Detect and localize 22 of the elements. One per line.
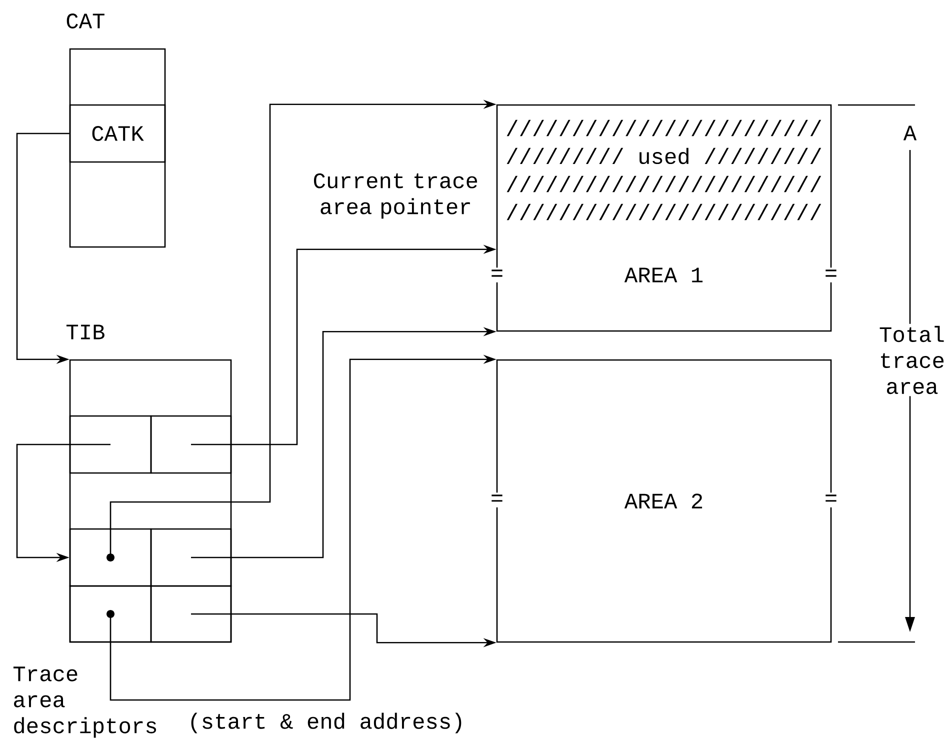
- area-label: AREA 2: [624, 494, 702, 508]
- hatch-text: ////////////////////////: [506, 204, 822, 220]
- block-title: TIB: [66, 324, 104, 340]
- area-label: AREA 1: [624, 268, 703, 282]
- break-mark: =: [822, 268, 840, 282]
- hatch-text: ////////////////////////: [506, 120, 822, 136]
- break-mark: =: [488, 492, 506, 508]
- dimension-label: A: [901, 124, 919, 142]
- note-text: (start & end address): [191, 712, 462, 734]
- hatch-text: ////////////////////////: [506, 176, 822, 192]
- dimension-label: Total trace area: [872, 324, 945, 396]
- block-title: CAT: [66, 14, 104, 28]
- hatch-text: ///////// used /////////: [506, 148, 822, 164]
- table-cell: [150, 585, 232, 643]
- break-mark: =: [488, 268, 506, 282]
- field-label: CATK: [92, 126, 144, 141]
- note-text: Trace area descriptors: [13, 666, 156, 738]
- edge-label: Current trace area pointer: [304, 171, 488, 221]
- break-mark: =: [822, 492, 840, 508]
- table-cell: [150, 415, 232, 474]
- table-cell: [150, 528, 232, 587]
- table-cell: [69, 415, 152, 474]
